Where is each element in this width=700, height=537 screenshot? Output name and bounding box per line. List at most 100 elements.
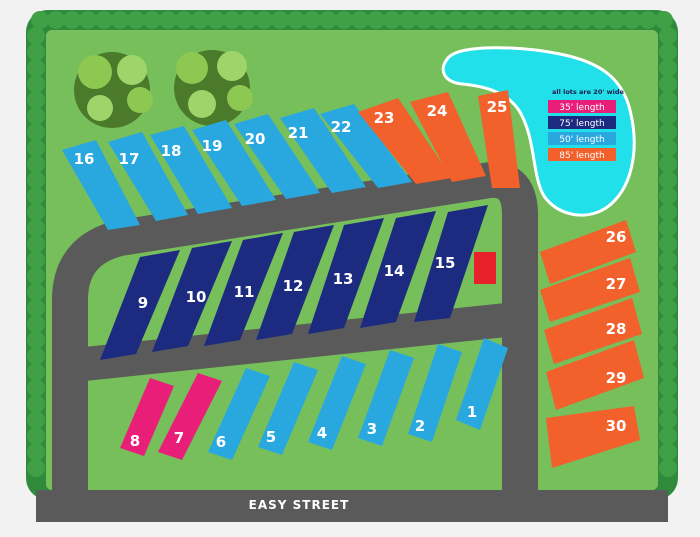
lot-9 xyxy=(100,250,180,360)
hedge-bump xyxy=(659,379,677,397)
hedge-bump xyxy=(27,219,45,237)
tree-cluster-left xyxy=(74,52,153,128)
hedge-bump xyxy=(659,267,677,285)
lot-label-29: 29 xyxy=(606,369,627,387)
lot-label-6: 6 xyxy=(216,433,226,451)
lot-3 xyxy=(358,350,414,446)
lot-label-30: 30 xyxy=(606,417,627,435)
hedge-bump xyxy=(319,11,337,29)
hedge-bump xyxy=(27,283,45,301)
hedge-bump xyxy=(27,443,45,461)
hedge-bump xyxy=(479,11,497,29)
hedge-bump xyxy=(27,171,45,189)
hedge-bump xyxy=(351,11,369,29)
lot-4 xyxy=(308,356,366,450)
hedge-bump xyxy=(659,443,677,461)
lot-1 xyxy=(456,338,508,430)
hedge-bump xyxy=(27,91,45,109)
hedge-bump xyxy=(27,75,45,93)
hedge-bump xyxy=(543,11,561,29)
lot-label-27: 27 xyxy=(606,275,627,293)
hedge-bump xyxy=(659,459,677,477)
lot-label-25: 25 xyxy=(487,98,508,116)
lot-label-16: 16 xyxy=(74,150,95,168)
hedge-bump xyxy=(27,347,45,365)
hedge-bump xyxy=(659,75,677,93)
hedge-bump xyxy=(659,91,677,109)
legend: all lots are 20' wide 35' length 75' leng… xyxy=(548,88,624,161)
hedge-bump xyxy=(575,11,593,29)
hedge-bump xyxy=(287,11,305,29)
hedge-bump xyxy=(27,123,45,141)
legend-label: 75' length xyxy=(559,119,604,129)
hedge-bump xyxy=(27,331,45,349)
hedge-bump xyxy=(31,11,49,29)
lot-27 xyxy=(540,258,640,322)
hedge-bump xyxy=(47,11,65,29)
legend-swatch xyxy=(548,132,616,145)
hedge-bump xyxy=(207,11,225,29)
lot-5 xyxy=(258,362,318,455)
hedge-bump xyxy=(659,251,677,269)
legend-note: all lots are 20' wide xyxy=(552,88,624,96)
hedge-bump xyxy=(27,395,45,413)
hedge-bump xyxy=(27,315,45,333)
legend-swatch xyxy=(548,100,616,113)
legend-swatch xyxy=(548,116,616,129)
hedge-bump xyxy=(623,11,641,29)
hedge-bump xyxy=(591,11,609,29)
lot-label-1: 1 xyxy=(467,403,477,421)
lot-label-17: 17 xyxy=(119,150,140,168)
hedge-bump xyxy=(659,187,677,205)
lot-26 xyxy=(540,220,636,284)
hedge-bump xyxy=(27,155,45,173)
hedge-bump xyxy=(659,155,677,173)
hedge-bump xyxy=(143,11,161,29)
lot-8 xyxy=(120,378,174,456)
lot-24 xyxy=(410,92,486,182)
hedge-bump xyxy=(27,251,45,269)
hedge-bump xyxy=(659,235,677,253)
hedge-bump xyxy=(27,43,45,61)
lot-label-22: 22 xyxy=(331,118,352,136)
hedge-bump xyxy=(27,203,45,221)
lot-18 xyxy=(150,126,232,214)
hedge-bump xyxy=(607,11,625,29)
lot-23 xyxy=(358,98,452,184)
lot-label-11: 11 xyxy=(234,283,255,301)
hedge-bump xyxy=(27,459,45,477)
hedge-bump xyxy=(335,11,353,29)
hedge-bump xyxy=(659,123,677,141)
hedge-bump xyxy=(27,267,45,285)
hedge-bump xyxy=(111,11,129,29)
lot-label-9: 9 xyxy=(138,294,148,312)
hedge-bump xyxy=(639,11,657,29)
lot-21 xyxy=(280,108,366,193)
lot-16 xyxy=(62,140,140,230)
lot-6 xyxy=(208,368,270,460)
lot-label-13: 13 xyxy=(333,270,354,288)
hedge-bump xyxy=(511,11,529,29)
hedge-bump xyxy=(27,139,45,157)
lot-17 xyxy=(108,132,188,221)
lot-11 xyxy=(204,233,283,346)
hedge-bump xyxy=(27,187,45,205)
hedge-bump xyxy=(255,11,273,29)
hedge-bump xyxy=(27,59,45,77)
hedge-bump xyxy=(659,395,677,413)
hedge-bump xyxy=(27,363,45,381)
lot-25 xyxy=(478,90,520,188)
legend-label: 35' length xyxy=(559,103,604,113)
hedge-bump xyxy=(159,11,177,29)
hedge-bump xyxy=(415,11,433,29)
hedge-bump xyxy=(527,11,545,29)
lot-label-19: 19 xyxy=(202,137,223,155)
hedge-bump xyxy=(27,299,45,317)
hedge-bump xyxy=(659,203,677,221)
hedge-bump xyxy=(27,411,45,429)
hedge-bump xyxy=(95,11,113,29)
hedge-bump xyxy=(303,11,321,29)
lot-label-3: 3 xyxy=(367,420,377,438)
hedge-bump xyxy=(659,107,677,125)
